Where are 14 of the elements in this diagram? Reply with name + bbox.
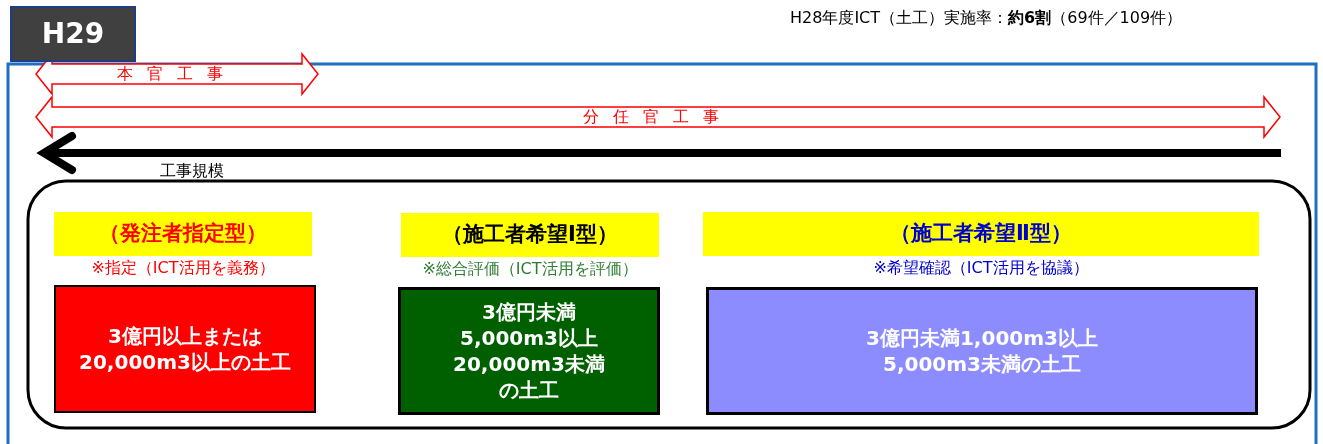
condition-box: 3億円以上または20,000m3以上の土工 xyxy=(54,285,316,413)
tab-label: H29 xyxy=(10,6,136,62)
note-text: ※総合評価（ICT活用を評価） xyxy=(421,259,639,280)
category-header: （施工者希望Ⅱ型） xyxy=(703,212,1259,256)
condition-box: 3億円未満5,000m3以上20,000m3未満の土工 xyxy=(398,287,660,415)
header-note: H28年度ICT（土工）実施率：約6割（69件／109件） xyxy=(790,8,1183,29)
category-header: （施工者希望Ⅰ型） xyxy=(401,213,659,257)
note-text: ※指定（ICT活用を義務） xyxy=(90,258,276,279)
condition-box: 3億円未満1,000m3以上5,000m3未満の土工 xyxy=(706,287,1258,415)
note-text: ※希望確認（ICT活用を協議） xyxy=(872,258,1090,279)
category-header: （発注者指定型） xyxy=(54,212,312,256)
range-label: 分任官工事 xyxy=(583,107,733,128)
axis-label: 工事規模 xyxy=(160,161,224,182)
range-label: 本官工事 xyxy=(117,64,237,85)
